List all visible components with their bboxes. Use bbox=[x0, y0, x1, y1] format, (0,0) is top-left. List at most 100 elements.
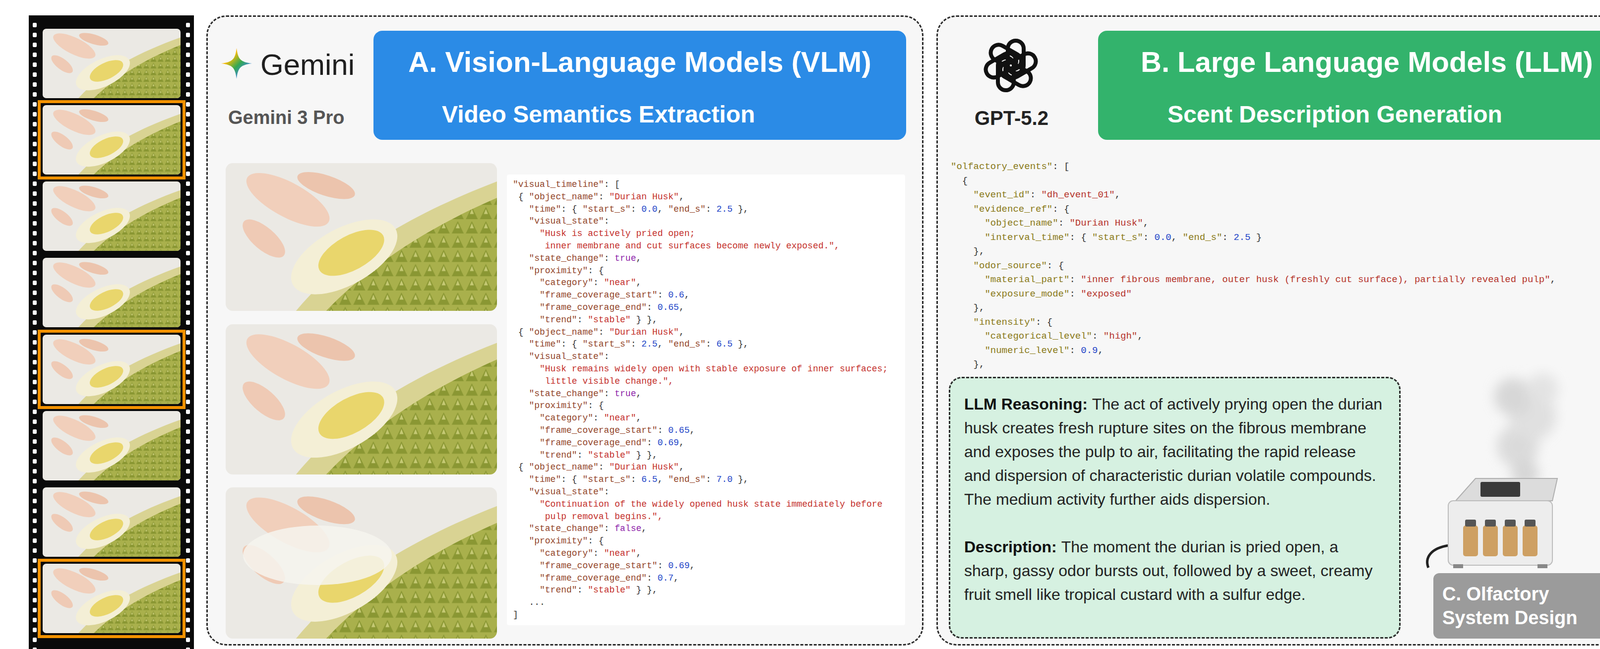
banner-subtitle: Scent Description Generation bbox=[1167, 99, 1600, 130]
panel-fill bbox=[206, 15, 924, 646]
code-token: "trend" bbox=[539, 585, 578, 596]
openai-logo bbox=[987, 41, 1025, 72]
scent-device bbox=[1463, 525, 1478, 557]
code-token bbox=[652, 437, 658, 448]
code-token bbox=[1063, 217, 1070, 229]
code-token: "frame_coverage_start" bbox=[539, 425, 658, 436]
code-token: , bbox=[635, 277, 642, 288]
code-token: { bbox=[593, 536, 605, 547]
code-token: } }, bbox=[630, 585, 658, 596]
code-line: "frame_coverage_end": 0.7, bbox=[512, 572, 903, 585]
code-token: "start_s" bbox=[1092, 232, 1144, 244]
code-token bbox=[662, 290, 669, 301]
code-token: : bbox=[630, 339, 637, 350]
code-token: [ bbox=[609, 179, 620, 190]
code-line: "state_change": false, bbox=[512, 522, 903, 536]
code-line: "category": "near", bbox=[512, 547, 903, 560]
code-token: "Husk is actively pried open; bbox=[539, 228, 695, 239]
code-token: "category" bbox=[539, 413, 594, 424]
code-line: }, bbox=[950, 301, 1556, 316]
code-token bbox=[652, 302, 658, 313]
code-token: , bbox=[641, 523, 647, 534]
code-line: "trend": "stable" } }, bbox=[512, 584, 903, 597]
scent-device bbox=[1493, 373, 1559, 488]
code-token: "visual_state" bbox=[528, 487, 604, 497]
code-token: : bbox=[646, 437, 653, 448]
code-token: "start_s" bbox=[582, 474, 631, 485]
code-token: { bbox=[1041, 316, 1053, 328]
code-line: "Continuation of the widely opened husk … bbox=[512, 498, 903, 511]
code-token: } }, bbox=[630, 450, 658, 461]
film-strip bbox=[30, 17, 39, 649]
code-token: : bbox=[657, 290, 664, 301]
banner-title: A. Vision-Language Models (VLM) bbox=[373, 44, 907, 80]
wordmark: Gemini bbox=[260, 47, 355, 82]
code-token: : bbox=[630, 474, 637, 485]
code-token: }, bbox=[732, 204, 749, 215]
code-line: "frame_coverage_start": 0.65, bbox=[512, 424, 903, 437]
code-token: 0.7 bbox=[657, 573, 674, 584]
code-line: "Husk is actively pried open; bbox=[512, 227, 903, 241]
code-token bbox=[598, 277, 605, 288]
code-token bbox=[604, 327, 610, 338]
code-token bbox=[652, 573, 658, 584]
code-token: : bbox=[604, 179, 610, 190]
code-token: { bbox=[1075, 232, 1093, 244]
code-line: "object_name": "Durian Husk", bbox=[950, 216, 1556, 231]
scent-device bbox=[1427, 373, 1559, 569]
code-token: "end_s" bbox=[668, 474, 706, 485]
code-token: "inner fibrous membrane, outer husk (fre… bbox=[1080, 274, 1550, 286]
code-token: : bbox=[1069, 345, 1075, 357]
code-token: "categorical_level" bbox=[984, 330, 1093, 342]
scent-device bbox=[1504, 519, 1516, 527]
title-banner: A. Vision-Language Models (VLM)Video Sem… bbox=[373, 30, 907, 140]
code-token: "near" bbox=[604, 277, 637, 288]
code-token: "interval_time" bbox=[984, 232, 1070, 244]
code-token: , bbox=[1550, 274, 1556, 286]
video-keyframe bbox=[225, 162, 497, 639]
code-token: , bbox=[657, 339, 669, 350]
code-line: { "object_name": "Durian Husk", bbox=[512, 190, 903, 204]
code-line: pulp removal begins.", bbox=[512, 510, 903, 524]
code-line: "category": "near", bbox=[512, 412, 903, 425]
code-line: "proximity": { bbox=[512, 264, 903, 278]
code-token: , bbox=[657, 204, 669, 215]
code-token: "stable" bbox=[587, 450, 631, 461]
code-token: "high" bbox=[1103, 330, 1138, 342]
paragraph: Description:The moment the durian is pri… bbox=[964, 535, 1386, 607]
code-line: inner membrane and cut surfaces become n… bbox=[512, 240, 903, 253]
code-token: }, bbox=[732, 474, 749, 485]
code-token: , bbox=[635, 548, 642, 559]
code-token: false bbox=[614, 523, 642, 534]
code-token: { bbox=[518, 327, 530, 338]
code-token: "proximity" bbox=[528, 265, 588, 276]
film-strip bbox=[42, 334, 181, 405]
code-token: : bbox=[1222, 232, 1228, 244]
code-token bbox=[1075, 288, 1081, 300]
code-token: : bbox=[657, 560, 664, 571]
code-token: 6.5 bbox=[641, 474, 658, 485]
code-token: , bbox=[635, 388, 642, 399]
code-token bbox=[1075, 345, 1081, 357]
code-token: "trend" bbox=[539, 450, 578, 461]
code-token: "end_s" bbox=[668, 339, 706, 350]
code-token: 2.5 bbox=[641, 339, 658, 350]
code-line: "interval_time": { "start_s": 0.0, "end_… bbox=[950, 230, 1556, 246]
code-token: "Durian Husk" bbox=[1069, 217, 1143, 229]
code-token bbox=[609, 523, 615, 534]
code-token: : bbox=[1069, 232, 1075, 244]
scent-device bbox=[1526, 373, 1559, 406]
code-token: : bbox=[604, 388, 610, 399]
code-token: : bbox=[598, 462, 605, 473]
code-token: "time" bbox=[528, 474, 561, 485]
code-token: "frame_coverage_start" bbox=[539, 560, 658, 571]
code-token: "stable" bbox=[587, 585, 631, 596]
code-token: , bbox=[678, 191, 685, 202]
code-token: : bbox=[1069, 274, 1075, 286]
code-token: , bbox=[684, 290, 690, 301]
film-strip bbox=[42, 487, 181, 557]
code-token: : bbox=[705, 339, 712, 350]
scent-device bbox=[1493, 377, 1532, 416]
code-box: "visual_timeline": [{ "object_name": "Du… bbox=[506, 174, 906, 626]
